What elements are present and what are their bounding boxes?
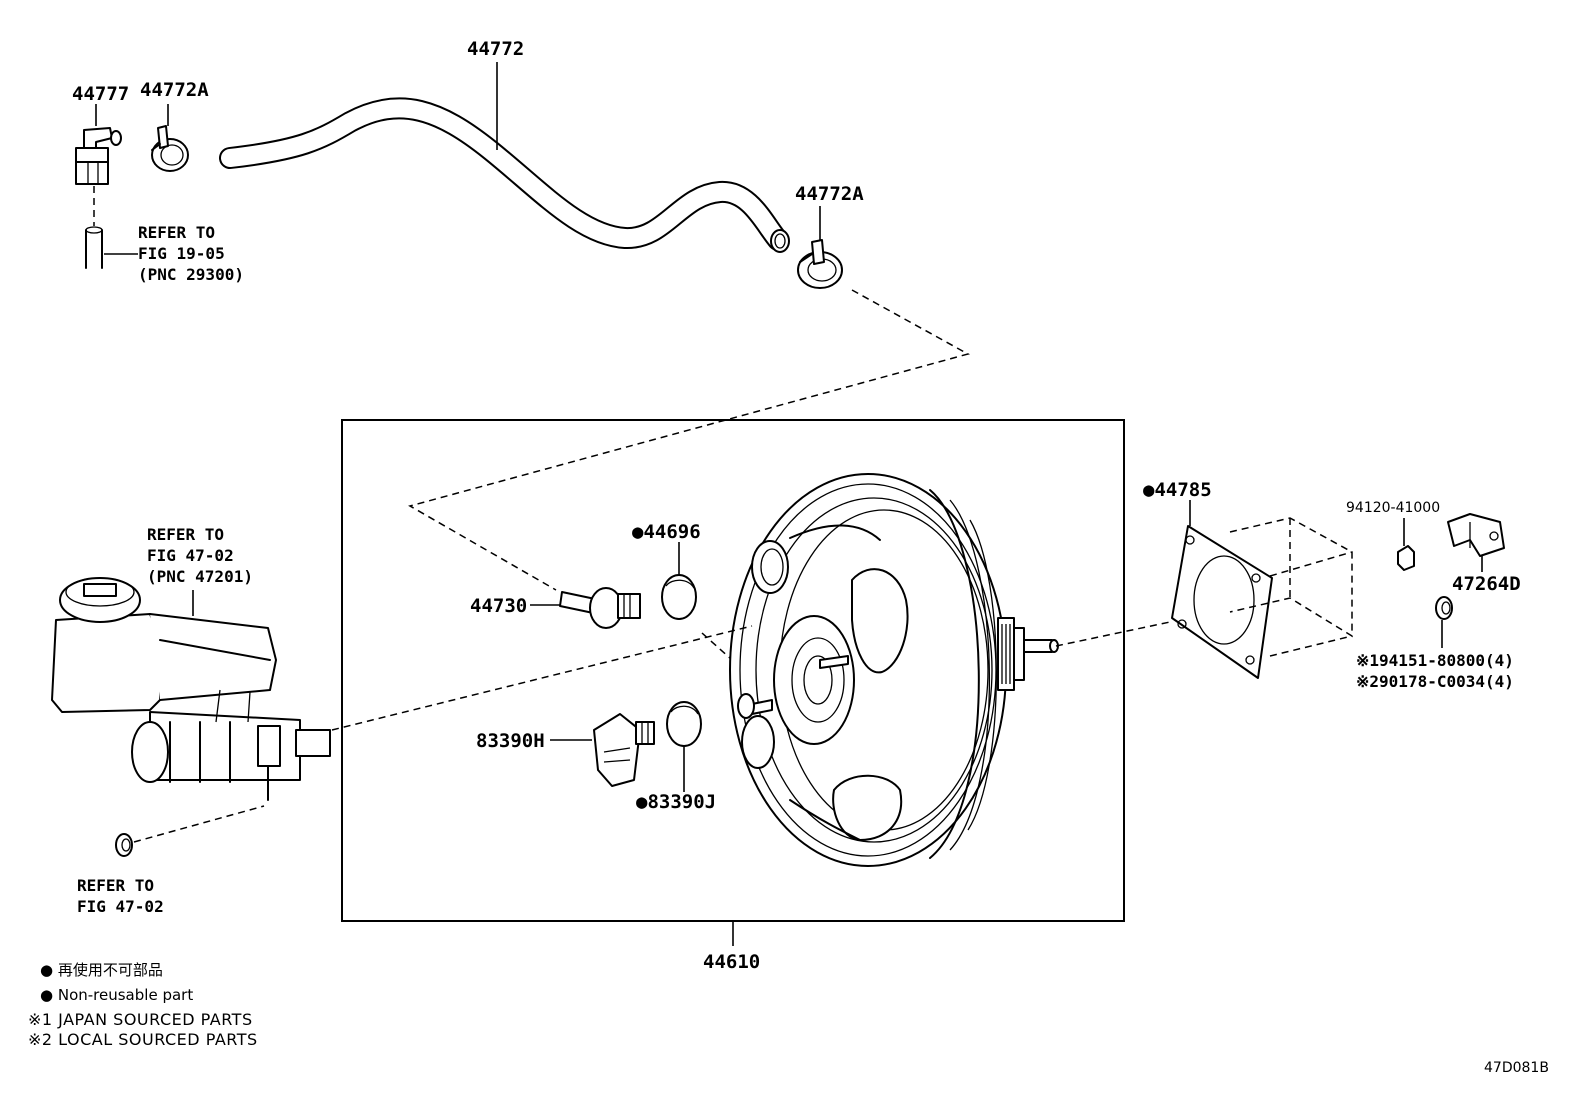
label-83390J: ●83390J [636,791,716,813]
ref-engine-line1: REFER TO [138,223,215,242]
label-44772A-lower: 44772A [795,183,864,205]
label-44785: ●44785 [1143,479,1212,501]
vacuum-sensor[interactable] [593,713,655,787]
label-44777: 44777 [72,83,129,105]
label-washer-1: ※194151-80800(4) [1356,651,1514,670]
ref-master-line1: REFER TO [147,525,224,544]
check-valve[interactable] [559,587,641,629]
legend-jp: ● 再使用不可部品 [40,961,163,979]
engine-pipe [85,226,103,269]
ref-bottom-line2: FIG 47-02 [77,897,164,916]
legend-en: ● Non-reusable part [40,986,193,1004]
vacuum-hose[interactable] [219,97,790,253]
master-cylinder [51,577,331,801]
ref-engine-line3: (PNC 29300) [138,265,244,284]
gasket[interactable] [1171,525,1273,679]
figure-code: 47D081B [1484,1060,1549,1076]
seal-ring [115,833,133,857]
label-94120-41000: 94120-41000 [1346,500,1440,516]
hose-clamp-upper[interactable] [151,125,189,172]
bracket[interactable] [1447,513,1505,557]
washer[interactable] [1435,596,1453,620]
ref-bottom-line1: REFER TO [77,876,154,895]
brake-booster[interactable] [729,473,1059,867]
label-47264D: 47264D [1452,573,1521,595]
label-washer-2: ※290178-C0034(4) [1356,672,1514,691]
label-44610: 44610 [703,951,760,973]
legend-note2: ※2 LOCAL SOURCED PARTS [28,1030,258,1049]
nut[interactable] [1397,545,1415,571]
label-44772A-upper: 44772A [140,79,209,101]
ref-master-line3: (PNC 47201) [147,567,253,586]
label-44730: 44730 [470,595,527,617]
label-83390H: 83390H [476,730,545,752]
hose-union[interactable] [75,127,122,185]
ref-engine-line2: FIG 19-05 [138,244,225,263]
ref-master-line2: FIG 47-02 [147,546,234,565]
label-44772: 44772 [467,38,524,60]
grommet[interactable] [661,574,697,620]
label-44696: ●44696 [632,521,701,543]
hose-clamp-lower[interactable] [797,239,843,289]
sensor-plug[interactable] [666,701,702,747]
legend-note1: ※1 JAPAN SOURCED PARTS [28,1010,253,1029]
